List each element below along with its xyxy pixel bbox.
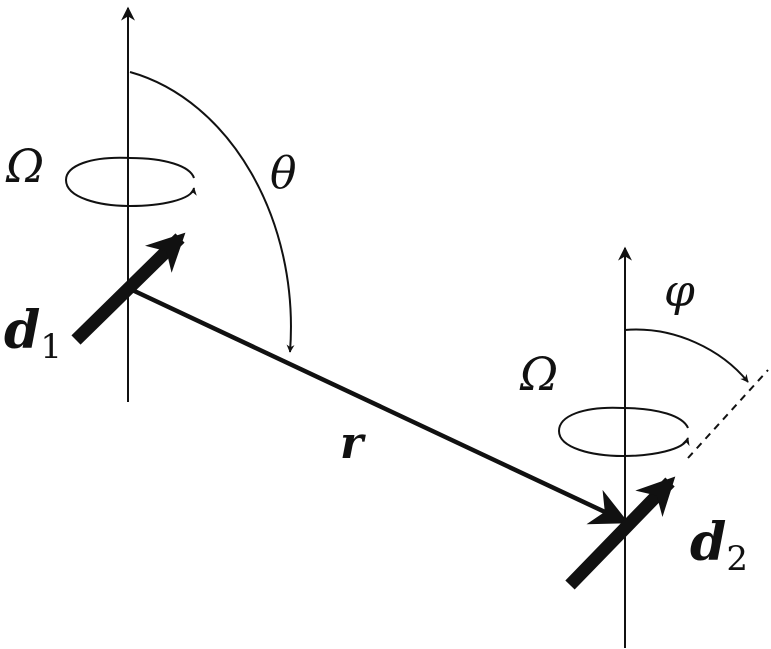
phi-arc (624, 328, 749, 383)
rotation-arrow-right-back (622, 407, 689, 429)
rotation-arrow-left-back (129, 157, 195, 179)
label-d1-main: d (4, 300, 40, 361)
separation-vector-r (127, 285, 629, 525)
label-d2-main: d (690, 512, 726, 573)
label-phi: φ (664, 266, 695, 317)
rotation-arrow-right (557, 406, 690, 458)
label-d1-sub: 1 (40, 327, 62, 367)
label-theta: θ (270, 148, 297, 199)
label-d2-sub: 2 (726, 539, 748, 579)
rotation-arrow-left (64, 156, 197, 208)
theta-arc (129, 71, 295, 353)
dashed-extension (687, 369, 769, 459)
label-omega-2: Ω (519, 347, 558, 401)
label-d2: d2 (690, 512, 748, 579)
label-d1: d1 (4, 300, 62, 367)
label-r: r (340, 418, 366, 469)
dipole-d1-arrow (71, 232, 186, 345)
label-omega-1: Ω (5, 139, 44, 193)
dipole-d2-arrow (565, 476, 676, 590)
